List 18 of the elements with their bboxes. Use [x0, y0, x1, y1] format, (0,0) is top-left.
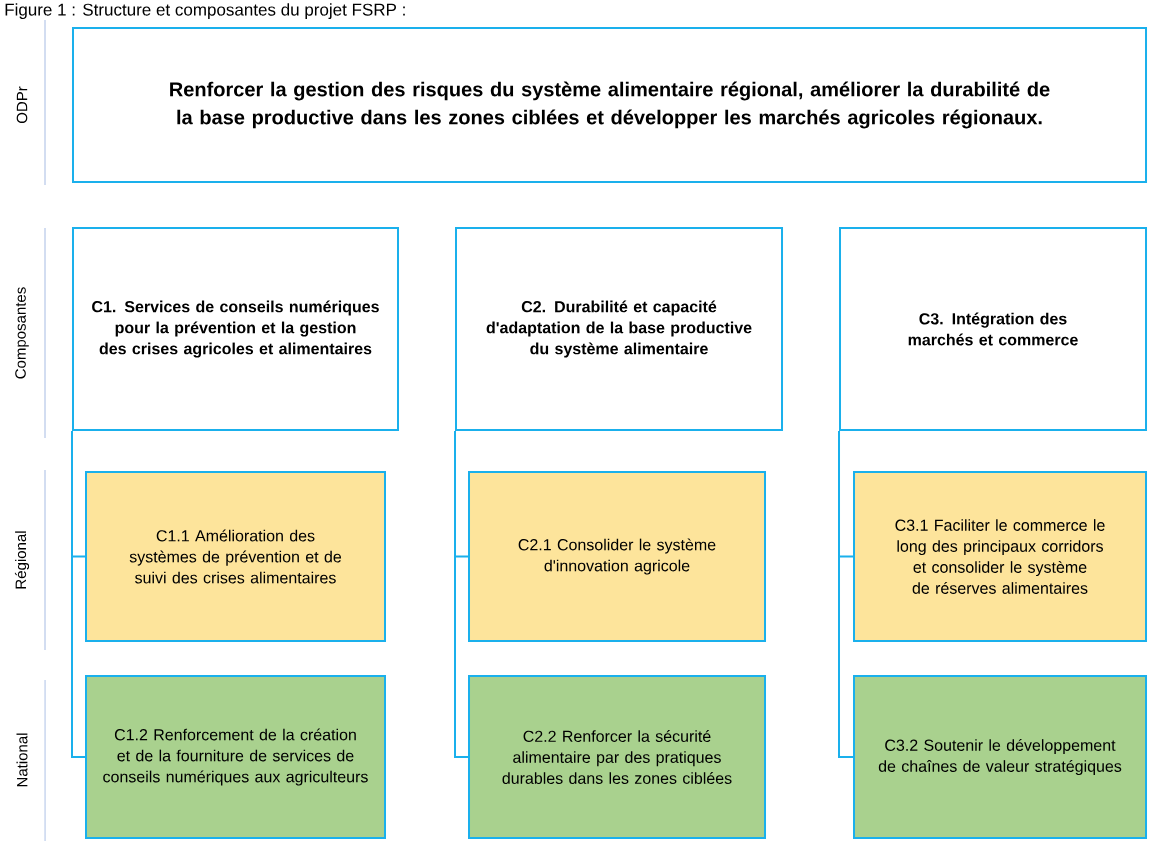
row-label: Composantes [15, 287, 29, 379]
subcomponent-box: C2.2 Renforcer la sécurité alimentaire par des pratiques durables dans les zones ciblées [468, 675, 766, 839]
figure-title: Figure 1 : Structure et composantes du projet FSRP : [5, 3, 405, 20]
row-label: National [16, 733, 28, 787]
objective-box: Renforcer la gestion des risques du système alimentaire régional, améliorer la durabilité de la base productive dans les zones ciblées et développer les marchés agricoles régionaux. [72, 27, 1147, 183]
subcomponent-box: C3.2 Soutenir le développement de chaînes de valeur stratégiques [853, 675, 1147, 839]
subcomponent-box: C2.1 Consolider le système d'innovation agricole [468, 471, 766, 642]
row-label: Régional [14, 531, 30, 589]
component-box: C2. Durabilité et capacité d'adaptation de la base productive du système alimentaire [455, 227, 783, 431]
subcomponent-box: C3.1 Faciliter le commerce le long des principaux corridors et consolider le système de réserves alimentaires [853, 471, 1147, 642]
connector [838, 430, 854, 758]
subcomponent-box: C1.1 Amélioration des systèmes de prévention et de suivi des crises alimentaires [85, 471, 386, 642]
connector [71, 430, 86, 758]
row-label: ODPr [16, 86, 28, 124]
component-box: C1. Services de conseils numériques pour la prévention et la gestion des crises agricoles et alimentaires [72, 227, 399, 431]
connector [454, 430, 469, 758]
component-box: C3. Intégration des marchés et commerce [839, 227, 1147, 431]
subcomponent-box: C1.2 Renforcement de la création et de la fourniture de services de conseils numériques aux agriculteurs [85, 675, 386, 839]
